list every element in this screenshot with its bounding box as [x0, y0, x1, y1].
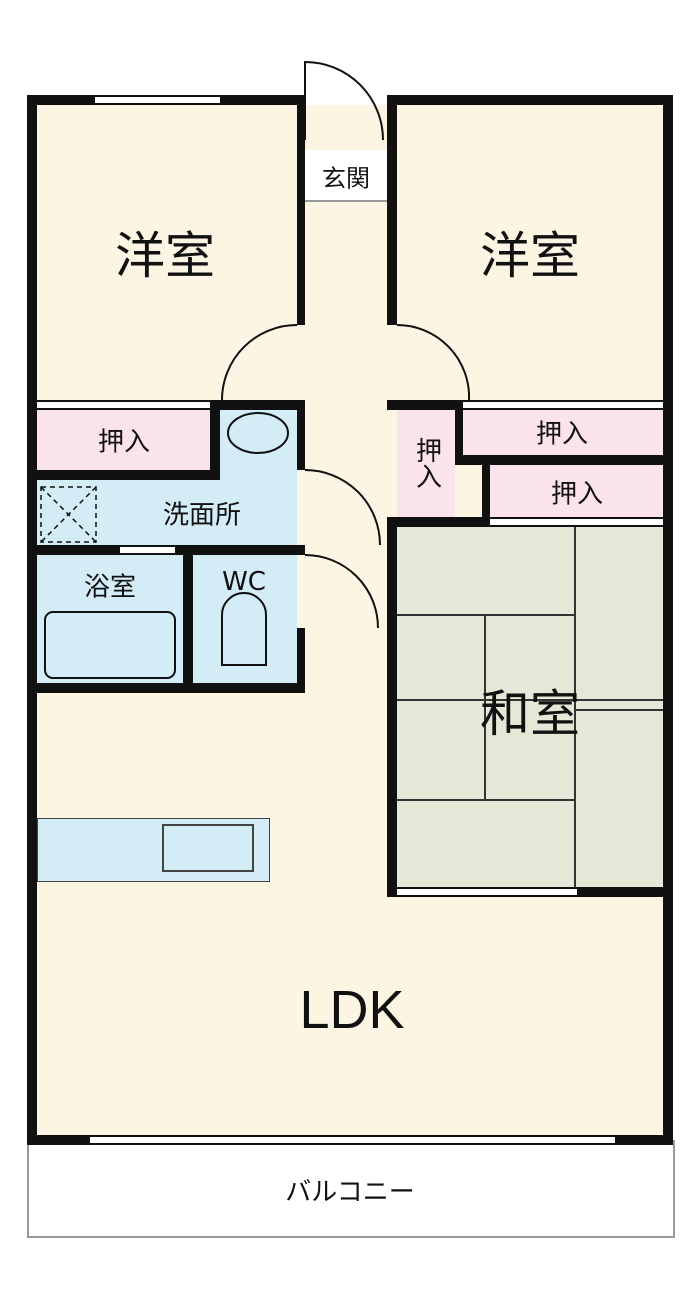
closet-right-small	[397, 410, 455, 517]
room-label-japanese: 和室	[480, 685, 580, 743]
japanese-room	[397, 527, 663, 887]
room-label-balcony: バルコニー	[285, 1177, 415, 1208]
wall	[297, 628, 305, 693]
closet-right-bottom	[490, 465, 663, 517]
wall	[455, 400, 463, 465]
sliding-door	[37, 400, 210, 410]
wall	[482, 455, 490, 527]
wall	[27, 95, 37, 1145]
wall	[663, 95, 673, 1145]
room-label-closet-left: 押入	[97, 427, 151, 458]
sink	[162, 824, 254, 872]
room-label-western-right: 洋室	[480, 227, 580, 285]
room-label-entrance: 玄関	[322, 164, 370, 193]
closet-left	[37, 410, 210, 470]
sliding-door	[120, 545, 175, 555]
wall	[27, 683, 305, 693]
wall	[297, 95, 305, 325]
wall	[27, 470, 220, 480]
room-label-washroom: 洗面所	[162, 500, 242, 531]
room-label-western-left: 洋室	[115, 227, 215, 285]
room-label-closet-right-small: 押入	[411, 437, 442, 489]
room-label-closet-right-top: 押入	[535, 419, 589, 450]
wall	[387, 517, 397, 897]
room-label-closet-right-bottom: 押入	[550, 479, 604, 510]
wall	[387, 95, 673, 105]
wall	[183, 545, 193, 685]
window	[90, 1135, 615, 1145]
closet-right-top	[462, 410, 663, 455]
wall	[210, 400, 220, 480]
wall	[297, 400, 305, 470]
sliding-door	[397, 887, 577, 897]
sliding-door	[463, 400, 663, 410]
room-label-bathroom: 浴室	[83, 572, 137, 603]
wall	[387, 517, 490, 527]
entrance-floor	[305, 150, 387, 202]
wall	[387, 95, 397, 325]
window	[95, 95, 220, 105]
sliding-door	[490, 517, 663, 527]
wall	[455, 455, 673, 465]
balcony	[27, 1140, 675, 1238]
room-label-toilet: WC	[222, 567, 266, 597]
room-label-ldk: LDK	[299, 980, 405, 1040]
